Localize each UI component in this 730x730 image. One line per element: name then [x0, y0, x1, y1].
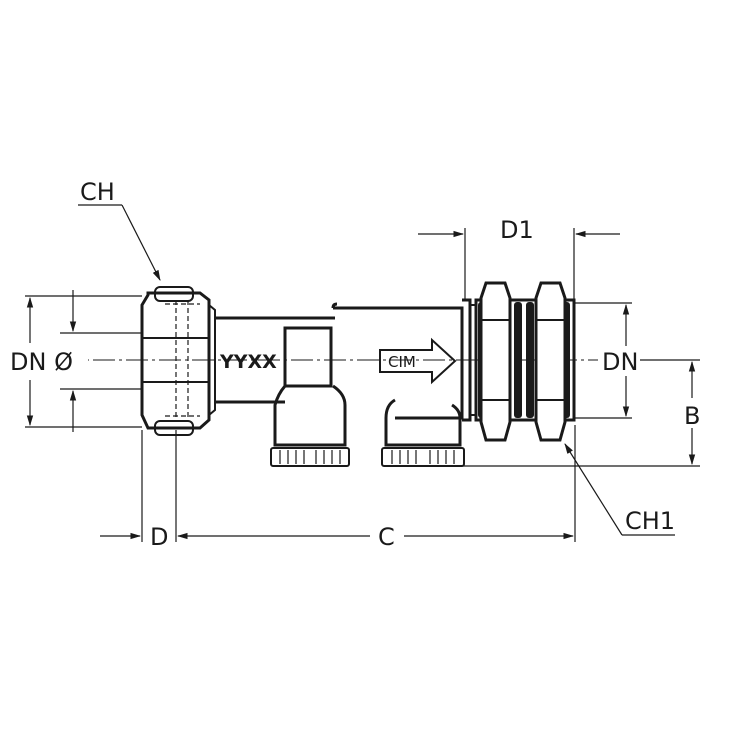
brand-arrow: CIM	[379, 337, 457, 385]
svg-text:D: D	[150, 523, 168, 551]
svg-text:D1: D1	[500, 216, 534, 244]
dimension-dn: DN	[574, 302, 650, 419]
svg-text:CH1: CH1	[625, 507, 675, 535]
body-code: YYXX	[219, 351, 277, 373]
svg-text:DN: DN	[602, 348, 638, 376]
outlet-ports	[270, 384, 465, 467]
leader-ch1: CH1	[564, 443, 675, 536]
dimension-d-c: D C	[100, 425, 576, 551]
dimension-d1: D1	[418, 216, 620, 300]
valve-neck	[215, 316, 335, 404]
union-nut	[140, 286, 216, 436]
svg-text:CIM: CIM	[388, 353, 416, 371]
svg-text:CH: CH	[80, 178, 115, 206]
svg-text:B: B	[684, 402, 700, 430]
leader-ch: CH	[78, 178, 161, 281]
dimension-b: B	[462, 359, 706, 467]
svg-text:DN Ø: DN Ø	[10, 348, 73, 376]
valve-body	[331, 298, 476, 422]
svg-text:C: C	[378, 523, 395, 551]
threaded-section	[474, 281, 576, 442]
dimension-dn-diameter: DN Ø	[8, 290, 142, 432]
